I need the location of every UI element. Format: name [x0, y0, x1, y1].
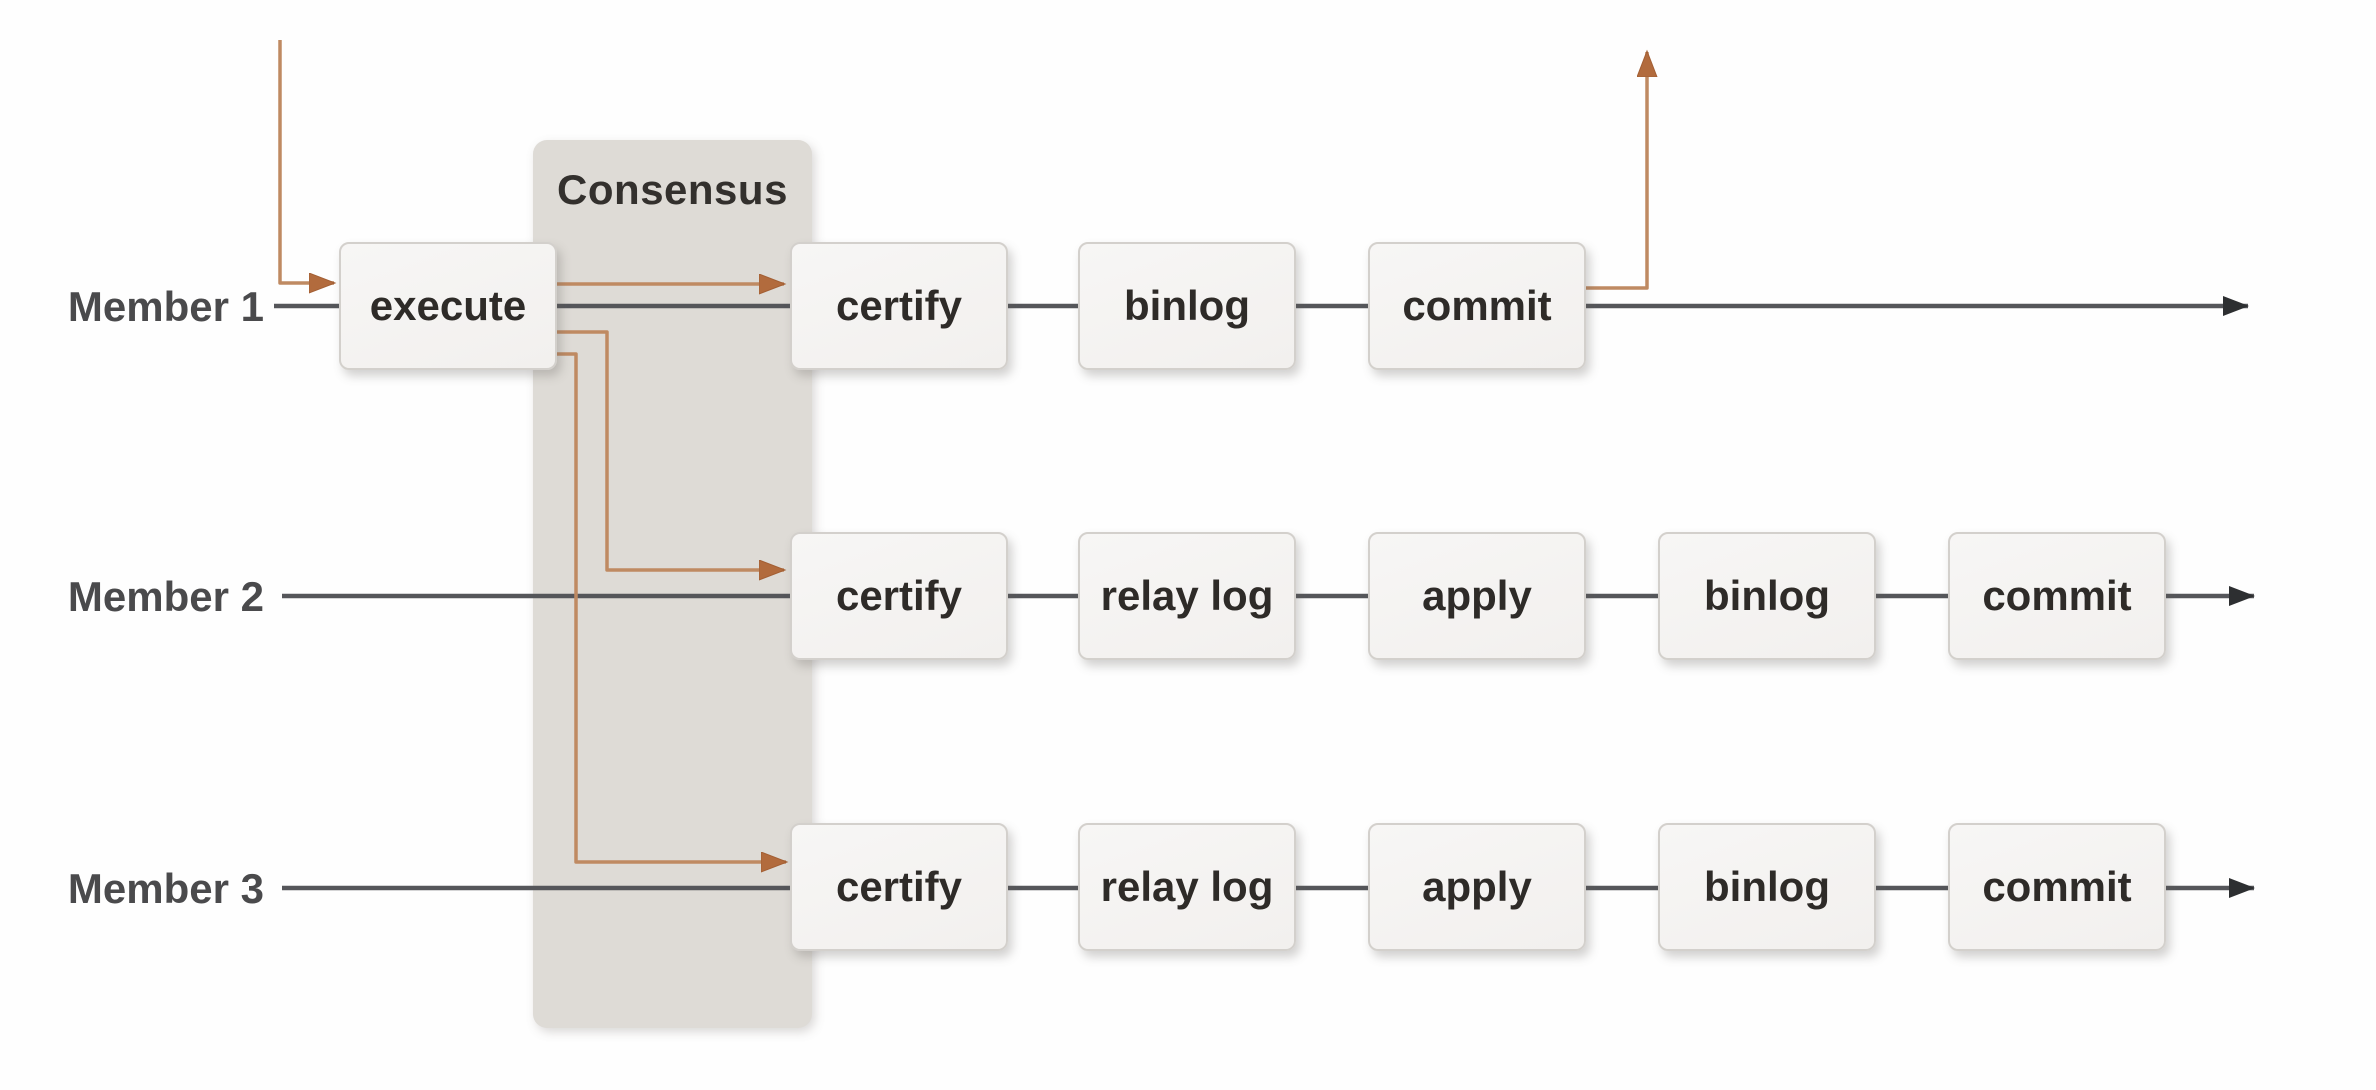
- stage-label: relay log: [1100, 572, 1274, 619]
- stage-box-m2-commit: commit: [1948, 532, 2166, 660]
- member1-label: Member 1: [67, 283, 264, 330]
- stage-box-m3-apply: apply: [1368, 823, 1586, 951]
- stage-box-m2-apply: apply: [1368, 532, 1586, 660]
- stage-box-m2-certify: certify: [790, 532, 1008, 660]
- stage-label: apply: [1422, 572, 1532, 619]
- client-request-arrow: [278, 40, 334, 283]
- member3-label: Member 3: [67, 865, 264, 912]
- stage-label: commit: [1402, 282, 1552, 329]
- stage-label: binlog: [1704, 863, 1830, 910]
- stage-label: apply: [1422, 863, 1532, 910]
- stage-box-m1-binlog: binlog: [1078, 242, 1296, 370]
- stage-label: certify: [835, 282, 963, 329]
- consensus-band-label: Consensus: [557, 166, 788, 213]
- stage-box-m3-commit: commit: [1948, 823, 2166, 951]
- stage-box-m1-certify: certify: [790, 242, 1008, 370]
- stage-box-m3-certify: certify: [790, 823, 1008, 951]
- stage-label: certify: [835, 863, 963, 910]
- commit-response-arrow: [1586, 52, 1647, 290]
- stage-label: binlog: [1704, 572, 1830, 619]
- stage-box-m3-binlog: binlog: [1658, 823, 1876, 951]
- stage-box-m1-execute: execute: [339, 242, 557, 370]
- stage-label: commit: [1982, 863, 2132, 910]
- stage-label: binlog: [1124, 282, 1250, 329]
- stage-box-m1-commit: commit: [1368, 242, 1586, 370]
- member2-label: Member 2: [67, 573, 264, 620]
- stage-box-m3-relaylog: relay log: [1078, 823, 1296, 951]
- stage-box-m2-binlog: binlog: [1658, 532, 1876, 660]
- stage-box-m2-relaylog: relay log: [1078, 532, 1296, 660]
- execute-to-certify-m3-arrow: [557, 352, 786, 862]
- stage-label: certify: [835, 572, 963, 619]
- execute-to-certify-m2-arrow: [557, 330, 784, 570]
- stage-label: relay log: [1100, 863, 1274, 910]
- stage-label: execute: [369, 282, 527, 329]
- stage-label: commit: [1982, 572, 2132, 619]
